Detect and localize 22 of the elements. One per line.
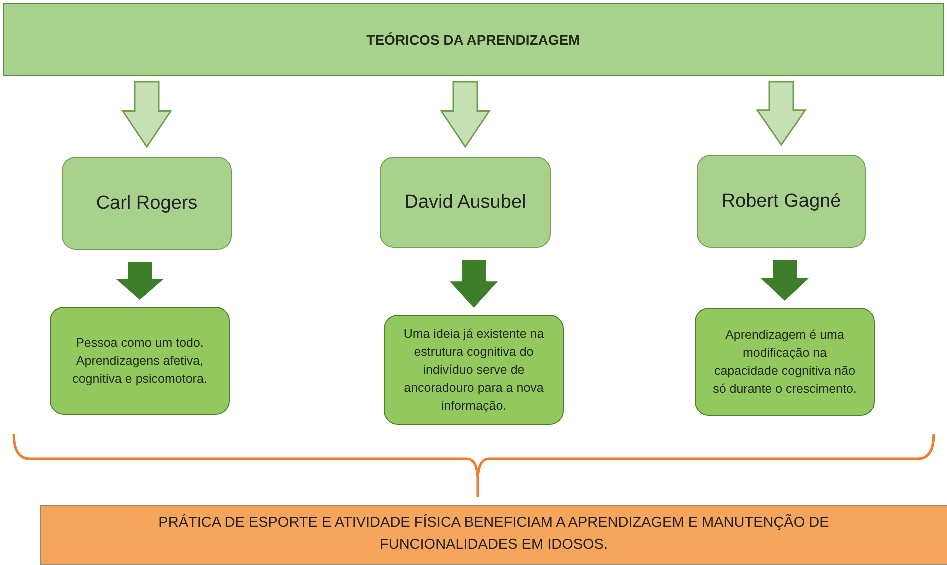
box-text: Aprendizagem é uma modificação na capacidade cognitiva não só durante o crescimento. [712, 326, 858, 398]
desc-box [384, 315, 564, 425]
footer-box [40, 505, 947, 565]
name-box [697, 155, 866, 248]
desc-box [50, 307, 230, 415]
box-text: TEÓRICOS DA APRENDIZAGEM [366, 32, 580, 48]
block-arrow [756, 81, 807, 146]
block-arrow [450, 260, 498, 308]
block-arrow [122, 81, 172, 148]
block-arrow [761, 260, 809, 301]
box-text: PRÁTICA DE ESPORTE E ATIVIDADE FÍSICA BENEFICIAM A APRENDIZAGEM E MANUTENÇÃO DE FUNCIONALIDADES EM IDOSOS. [158, 513, 830, 555]
desc-box [695, 308, 875, 416]
block-arrow [116, 262, 164, 300]
box-text: David Ausubel [404, 192, 526, 214]
box-text: Uma ideia já existente na estrutura cognitiva do indivíduo serve de ancoradouro para a nova informação. [402, 326, 546, 416]
name-box [62, 157, 232, 250]
box-text: Pessoa como um todo. Aprendizagens afetiva, cognitiva e psicomotora. [72, 334, 208, 388]
name-box [380, 157, 551, 248]
box-text: Robert Gagné [722, 190, 842, 212]
banner-box [3, 3, 944, 76]
box-text: Carl Rogers [96, 192, 198, 214]
block-arrow [440, 81, 491, 148]
